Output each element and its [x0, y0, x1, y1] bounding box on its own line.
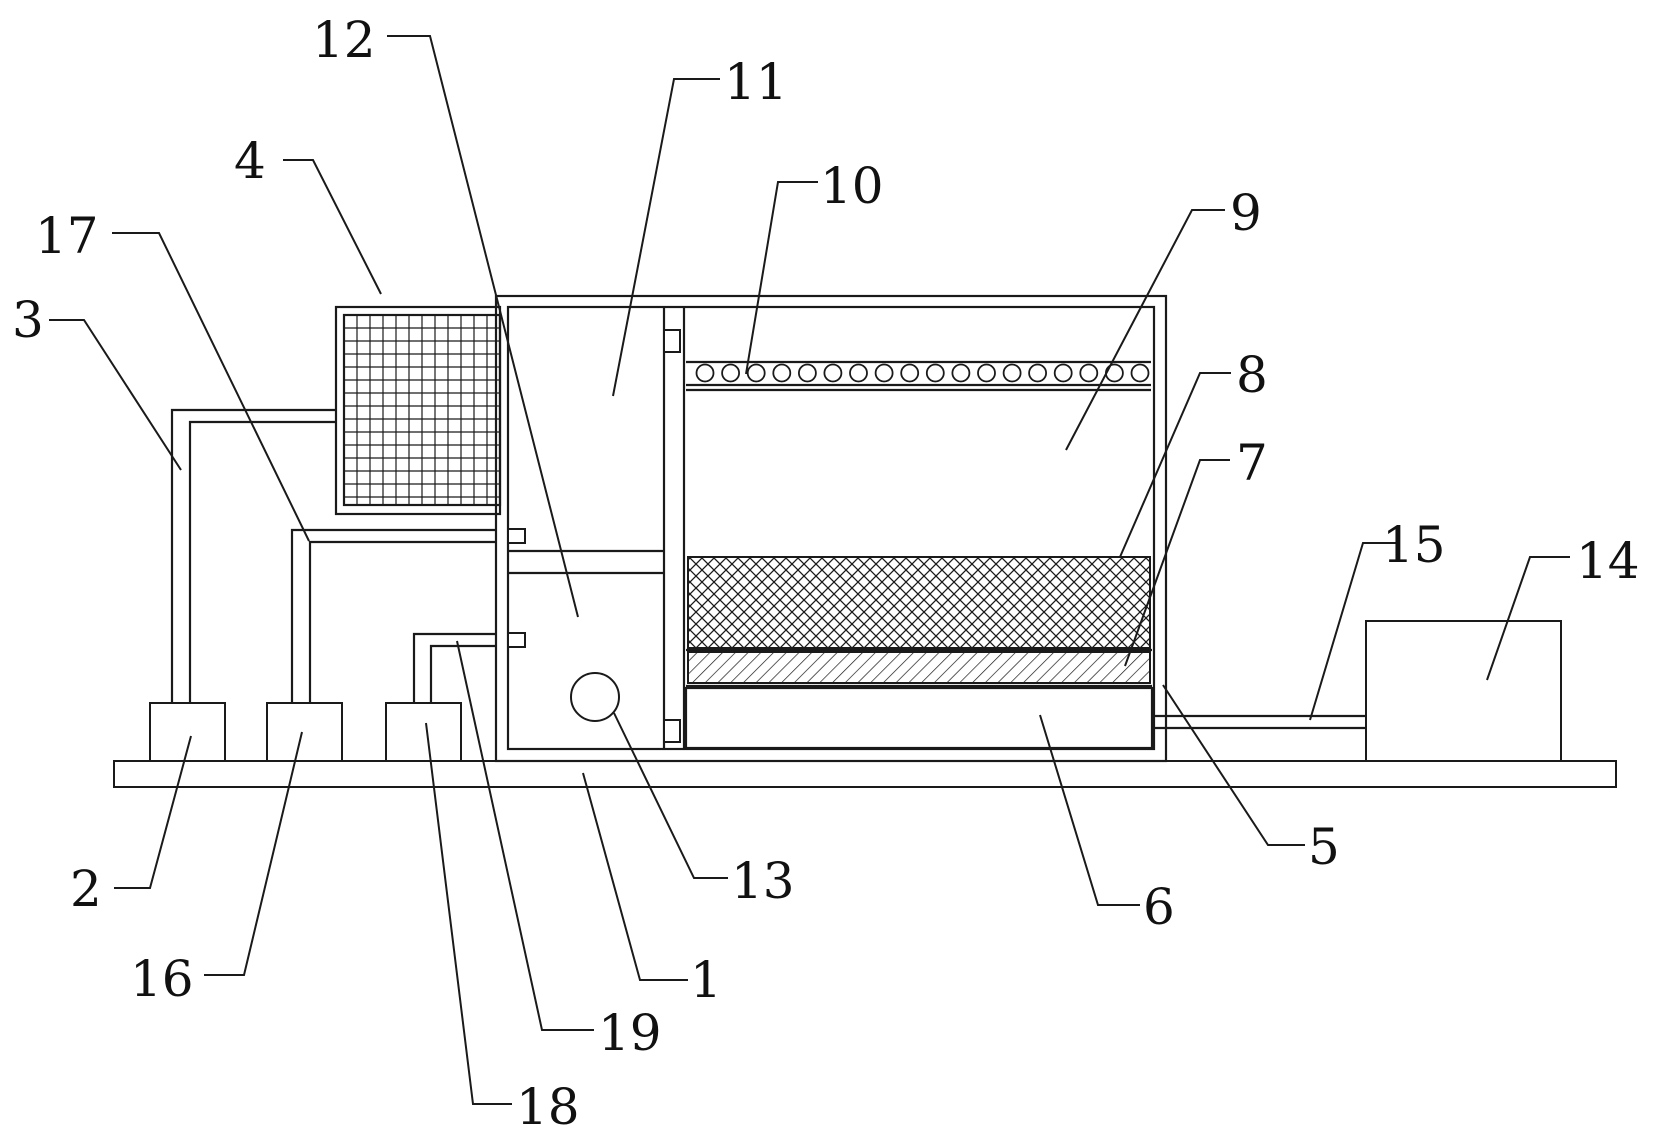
spray-nozzle — [900, 363, 920, 383]
label-7: 7 — [1236, 434, 1268, 492]
label-16: 16 — [130, 950, 194, 1008]
spray-nozzle — [1028, 363, 1047, 383]
spray-nozzle — [1053, 363, 1073, 383]
label-14: 14 — [1576, 532, 1640, 590]
label-12: 12 — [312, 11, 376, 69]
pipe-19 — [412, 632, 496, 703]
callout-labels: 1 2 3 4 5 6 7 8 9 10 11 12 13 14 15 16 1… — [12, 11, 1640, 1131]
filter-layer — [687, 556, 1151, 649]
label-17: 17 — [35, 207, 99, 265]
label-15: 15 — [1382, 516, 1446, 574]
spray-nozzle — [721, 363, 740, 383]
label-3: 3 — [12, 291, 44, 349]
label-11: 11 — [724, 53, 788, 111]
support-layer — [687, 651, 1151, 684]
partition-wall — [662, 307, 686, 749]
spray-nozzle — [849, 363, 868, 383]
pipe-15 — [1152, 714, 1366, 730]
label-18: 18 — [516, 1078, 580, 1131]
spray-nozzle — [977, 363, 996, 383]
label-1: 1 — [690, 951, 722, 1009]
label-8: 8 — [1236, 346, 1268, 404]
unit-14 — [1365, 620, 1562, 762]
label-4: 4 — [234, 132, 266, 190]
upper-inlet-nozzle — [507, 528, 526, 544]
spray-nozzle — [823, 363, 843, 383]
label-13: 13 — [731, 852, 795, 910]
left-chamber-plate — [508, 549, 664, 575]
label-19: 19 — [598, 1004, 662, 1062]
unit-16 — [266, 702, 343, 762]
mesh-filter-box — [334, 305, 502, 516]
spray-pipe — [686, 360, 1151, 392]
base-plate — [113, 760, 1617, 788]
lower-inlet-nozzle — [507, 632, 526, 648]
spray-nozzle — [874, 363, 894, 383]
unit-18 — [385, 702, 462, 762]
label-9: 9 — [1230, 184, 1262, 242]
spray-nozzle — [695, 363, 715, 383]
pipe-17 — [290, 528, 496, 703]
leader-lines — [49, 35, 1570, 1105]
collection-tray — [684, 686, 1154, 750]
spray-nozzle — [951, 363, 971, 383]
spray-nozzle — [798, 363, 817, 383]
label-10: 10 — [820, 157, 884, 215]
label-6: 6 — [1143, 878, 1175, 936]
pipe-3 — [170, 408, 336, 703]
spray-nozzle — [1079, 363, 1099, 383]
spray-nozzle — [746, 363, 766, 383]
label-2: 2 — [70, 860, 102, 918]
spray-nozzle — [772, 363, 792, 383]
spray-nozzle — [925, 363, 945, 383]
circular-port — [570, 672, 620, 722]
spray-nozzle — [1130, 363, 1150, 383]
spray-nozzle — [1002, 363, 1022, 383]
label-5: 5 — [1308, 818, 1340, 876]
